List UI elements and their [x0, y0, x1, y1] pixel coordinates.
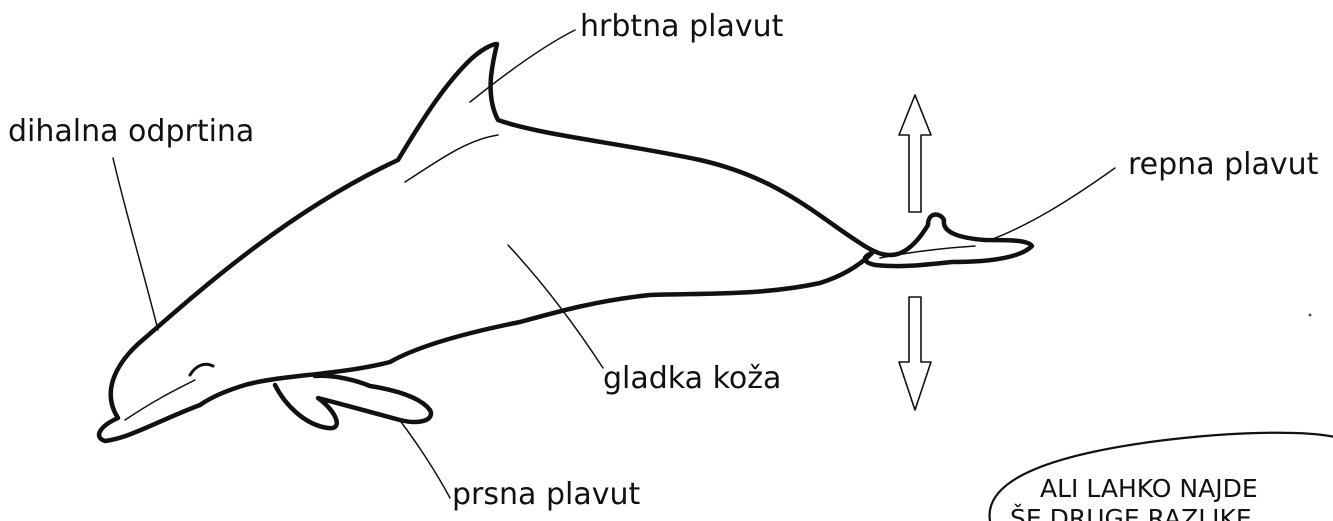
- blowhole-leader-line: [113, 158, 158, 330]
- eye: [190, 364, 213, 375]
- arrow-down-icon: [899, 297, 931, 410]
- dorsal-fin-base-line: [405, 135, 498, 182]
- tail-fin-leader-line: [990, 168, 1115, 240]
- dorsal-fin-leader-line: [470, 30, 575, 102]
- smooth-skin-label: gladka koža: [603, 364, 781, 394]
- mouth-line: [125, 380, 195, 420]
- blowhole-label: dihalna odprtina: [8, 117, 254, 147]
- arrow-up-icon: [899, 95, 931, 212]
- signature-dot: [1309, 314, 1312, 317]
- pectoral-fin-label: prsna plavut: [452, 480, 640, 510]
- speech-bubble-line-2: ŠE DRUGE RAZLIKE: [1010, 506, 1252, 521]
- pectoral-fin: [275, 376, 431, 428]
- tail-fin-label: repna plavut: [1128, 150, 1318, 180]
- dorsal-fin-label: hrbtna plavut: [580, 12, 783, 42]
- speech-bubble-line-1: ALI LAHKO NAJDE: [1040, 476, 1258, 501]
- pectoral-fin-leader-line: [398, 418, 450, 498]
- dolphin-body-outline: [99, 44, 1032, 441]
